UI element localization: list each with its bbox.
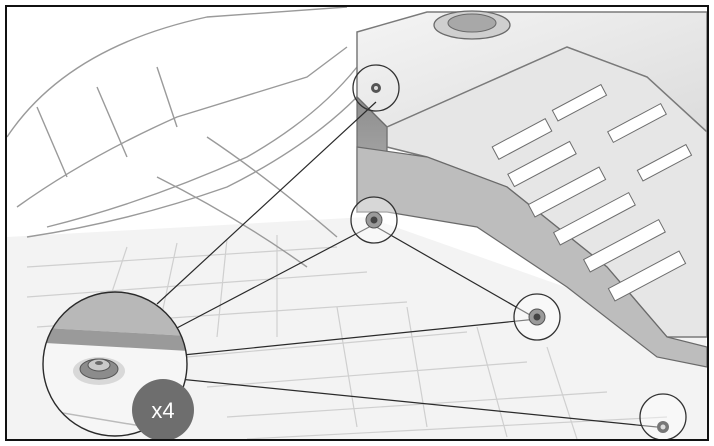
quantity-badge: x4 <box>132 379 194 439</box>
leader-lines <box>156 101 658 428</box>
assembly-diagram: x4 <box>7 7 707 439</box>
quantity-badge-label: x4 <box>151 398 174 423</box>
diagram-frame: x4 <box>5 5 709 441</box>
fastener-callout-1 <box>352 64 400 112</box>
motor-housing <box>356 10 707 368</box>
fastener-callout-4 <box>639 393 687 439</box>
wheel-housing <box>7 7 358 268</box>
fastener-callout-3 <box>513 293 561 341</box>
fastener-callout-2 <box>350 196 398 244</box>
